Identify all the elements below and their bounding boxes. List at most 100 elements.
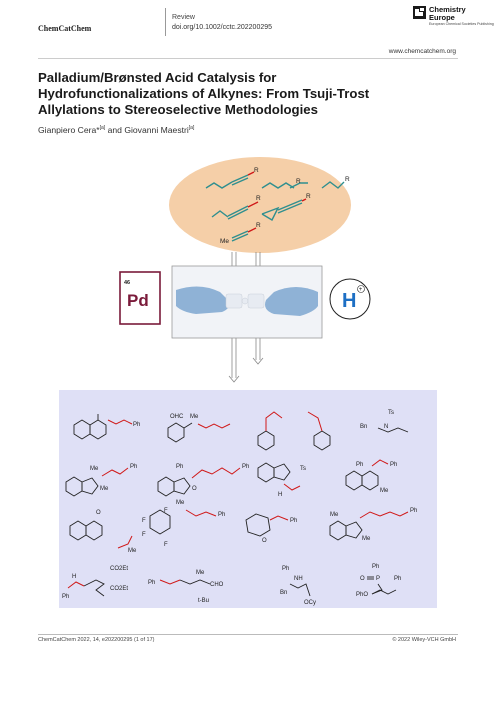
pd-element-tile [119,271,161,325]
toc-graphic: R R R R R Me R 46 Pd H + [59,157,437,608]
cho-label: CHO [210,582,224,588]
f-label: F [164,542,168,548]
logo-line1: Chemistry [429,5,466,14]
product-bonds-row4 [83,576,397,597]
me-label: Me [362,536,371,542]
me-label: Me [90,466,99,472]
r-label: R [296,178,301,185]
ph-label: Ph [218,512,225,518]
author-list: Gianpiero Cera*[a] and Giovanni Maestri[… [38,125,194,135]
f-label: F [142,532,146,538]
chemistry-europe-logo[interactable]: Chemistry Europe European Chemical Socie… [413,5,494,33]
ph-label: Ph [62,594,69,600]
alkyne-structures [205,174,345,242]
h-label: H [72,574,76,580]
proton-charge: + [359,287,363,293]
ocy-label: OCy [304,600,316,606]
ph-label: Ph [356,462,363,468]
header-rule [38,58,458,59]
product-red-bonds [67,411,409,589]
f-label: F [164,508,168,514]
footer-rule [38,634,458,635]
me-label: Me [100,486,109,492]
alkyne-red-bonds [247,171,307,233]
alkyne-labels: R R R R R Me R [220,167,350,245]
author-name[interactable]: Gianpiero Cera* [38,125,100,135]
alkyne-oval [169,157,351,253]
header-divider [165,8,166,36]
co2et-label: CO2Et [110,566,128,572]
proton-symbol: H [342,290,356,312]
chemistry-europe-mark-icon [413,6,426,19]
doi-link[interactable]: doi.org/10.1002/cctc.202200295 [172,24,273,31]
p-label: P [376,576,380,582]
me-label: Me [380,488,389,494]
ohc-label: OHC [170,414,184,420]
proton-circle [329,278,371,320]
me-label: Me [190,414,199,420]
co2et-label: CO2Et [110,586,128,592]
connector-lines [228,252,264,383]
ph-label: Ph [133,422,140,428]
o-label: O [96,510,101,516]
r-label: R [345,176,350,183]
ph-label: Ph [148,580,155,586]
journal-name: ChemCatChem [38,24,92,33]
title-line: Palladium/Brønsted Acid Catalysis for [38,70,277,85]
r-label: R [256,222,261,229]
affiliation-mark: [a] [99,125,106,132]
left-hand-icon [176,286,230,314]
nh-label: NH [294,576,303,582]
pd-atomic-number: 46 [124,280,130,286]
pd-symbol: Pd [127,291,149,310]
page-header: ChemCatChem Review doi.org/10.1002/cctc.… [0,0,496,55]
title-line: Hydrofunctionalizations of Alkynes: From… [38,86,370,101]
title-line: Allylations to Stereoselective Methodolo… [38,102,318,117]
puzzle-pieces-icon [225,293,265,309]
right-hand-icon [265,287,318,316]
o-label: O [360,576,365,582]
bn-label: Bn [280,590,287,596]
me-label: Me [330,512,339,518]
article-title: Palladium/Brønsted Acid Catalysis for Hy… [38,70,458,118]
pho-label: PhO [356,592,368,598]
ph-label: Ph [130,464,137,470]
ts-label: Ts [300,466,306,472]
logo-line2: Europe [429,13,455,22]
ts-label: Ts [388,410,394,416]
author-conjunction: and [107,125,122,135]
f-label: F [142,518,146,524]
me-label: Me [196,570,205,576]
ph-label: Ph [410,508,417,514]
footer-citation: ChemCatChem 2022, 14, e202200295 (1 of 1… [38,637,155,643]
charge-circle [357,285,365,293]
product-structures [65,414,409,541]
logo-tagline: European Chemical Societies Publishing [429,22,494,26]
author-name[interactable]: Giovanni Maestri [124,125,189,135]
ph-label: Ph [242,464,249,470]
o-label: O [192,486,197,492]
ph-label: Ph [282,566,289,572]
bn-label: Bn [360,424,367,430]
ph-label: Ph [390,462,397,468]
journal-website[interactable]: www.chemcatchem.org [388,48,456,55]
affiliation-mark: [a] [188,125,195,132]
n-label: N [384,424,388,430]
products-panel [59,390,437,608]
article-type: Review [172,14,195,21]
r-label: R [306,193,311,200]
product-labels: Ph OHC Me Ts Bn N Me Ph Me Ph Ph O Me Ts… [62,410,417,606]
footer-copyright: © 2022 Wiley-VCH GmbH [392,637,456,643]
h-label: H [278,492,282,498]
ph-label: Ph [290,518,297,524]
ph-label: Ph [176,464,183,470]
me-label: Me [128,548,137,554]
ph-label: Ph [372,564,379,570]
o-label: O [262,538,267,544]
ph-label: Ph [394,576,401,582]
me-label: Me [176,500,185,506]
r-label: R [254,167,259,174]
r-label: R [256,195,261,202]
me-label: Me [220,238,229,245]
tbu-label: t-Bu [198,598,209,604]
